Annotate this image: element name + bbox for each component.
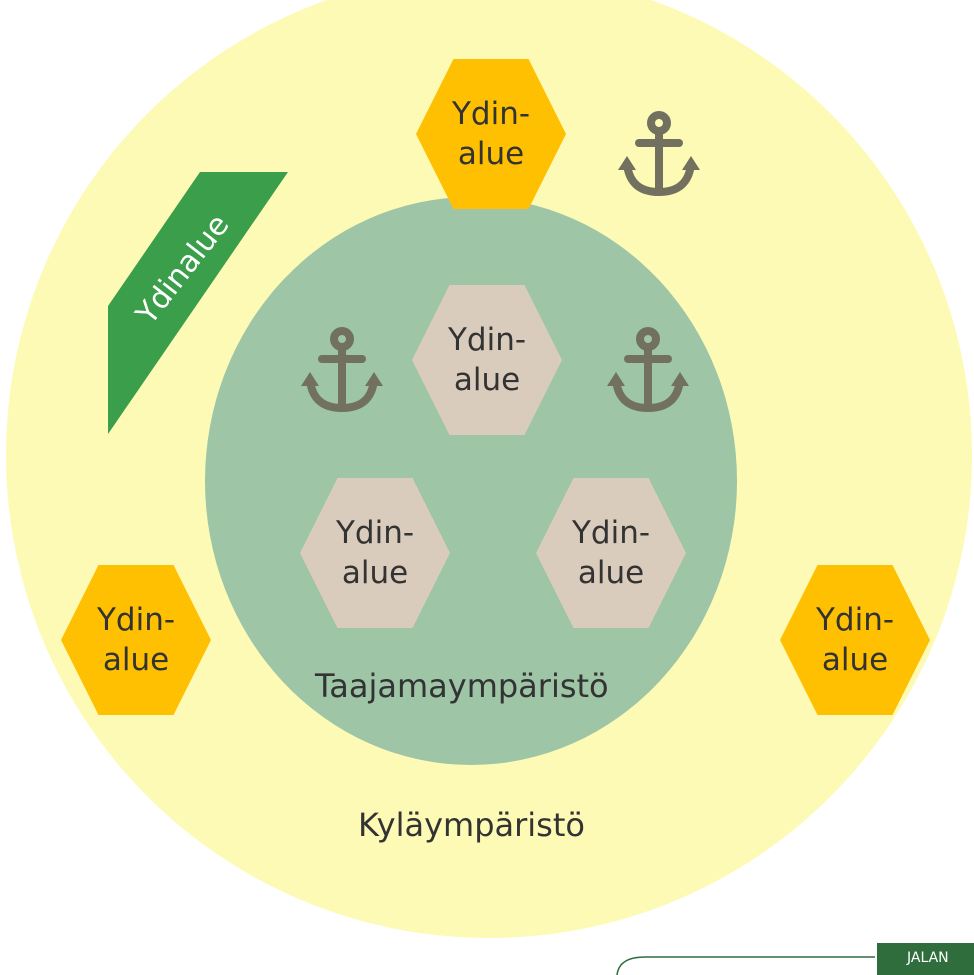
core-area-ribbon — [108, 172, 288, 434]
footer-tab[interactable]: JALAN — [877, 943, 974, 975]
footer-curve — [616, 956, 875, 975]
hex-label-line2: alue — [821, 642, 889, 678]
core-area-hex-inner-right: Ydin-alue — [536, 478, 686, 628]
hex-label-line2: alue — [453, 362, 521, 398]
anchor-icon — [301, 327, 383, 413]
urban-zone-label: Taajamaympäristö — [315, 667, 609, 705]
hex-label-line2: alue — [577, 555, 645, 591]
hex-label-line1: Ydin- — [815, 602, 895, 638]
core-area-hex-top: Ydin-alue — [416, 59, 566, 209]
core-area-hex-inner-left: Ydin-alue — [300, 478, 450, 628]
hex-label-line1: Ydin- — [447, 322, 527, 358]
hex-label-line1: Ydin- — [451, 96, 531, 132]
hex-label-line1: Ydin- — [571, 515, 651, 551]
anchor-icon — [618, 111, 700, 197]
village-zone-label: Kyläympäristö — [358, 806, 585, 844]
hex-label-line2: alue — [457, 136, 525, 172]
hex-label-line2: alue — [341, 555, 409, 591]
hex-label-line1: Ydin- — [335, 515, 415, 551]
core-area-hex-left: Ydin-alue — [61, 565, 211, 715]
anchor-icon — [607, 327, 689, 413]
core-area-hex-right: Ydin-alue — [780, 565, 930, 715]
hex-label-line2: alue — [102, 642, 170, 678]
core-area-hex-inner-top: Ydin-alue — [412, 285, 562, 435]
hex-label-line1: Ydin- — [96, 602, 176, 638]
